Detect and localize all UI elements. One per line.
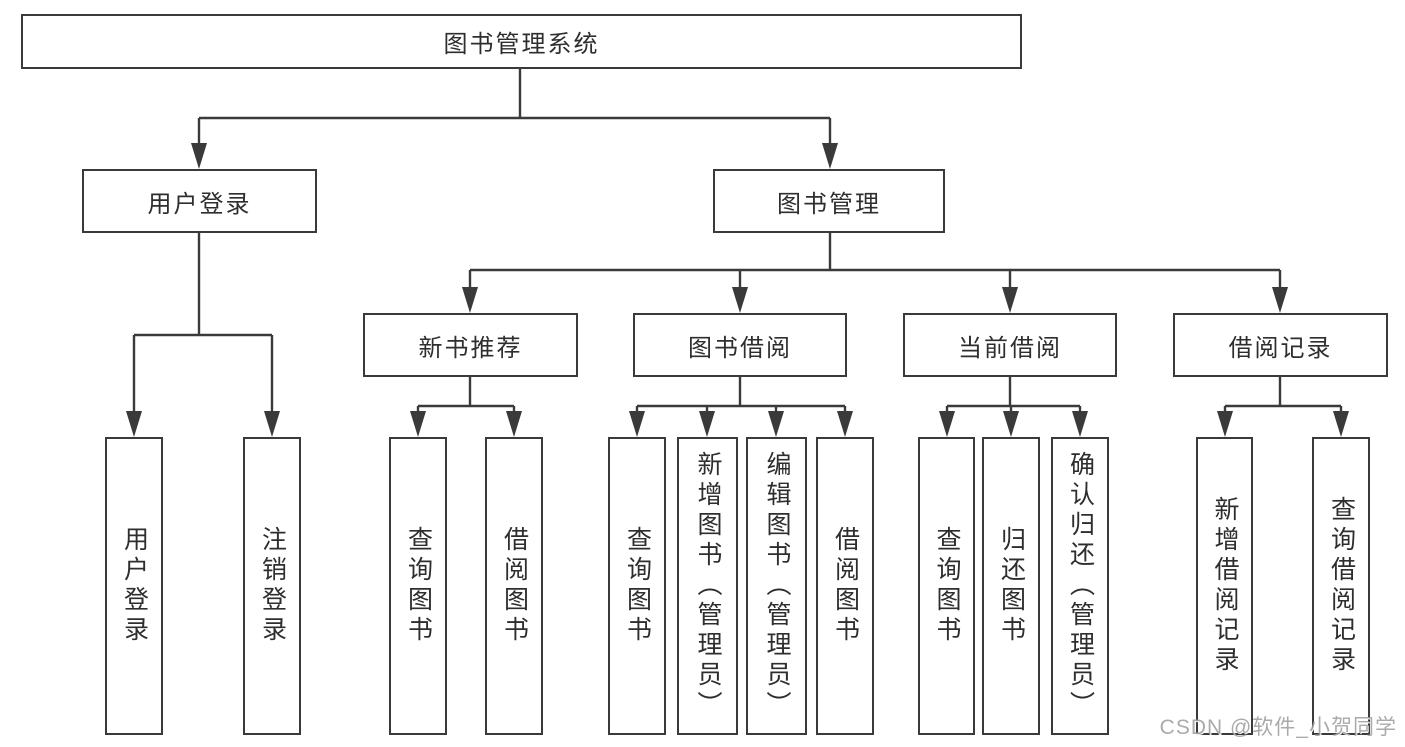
leaf-confirm-return-admin-label: 确认归还（管理员） <box>1066 451 1095 721</box>
node-root: 图书管理系统 <box>21 14 1022 69</box>
watermark: CSDN @软件_小贺同学 <box>1159 716 1397 739</box>
leaf-borrow-books-recommend: 借阅图书 <box>485 437 543 735</box>
node-new-book-recommendation: 新书推荐 <box>363 313 578 377</box>
node-new-book-recommendation-label: 新书推荐 <box>418 334 523 362</box>
leaf-add-borrow-record: 新增借阅记录 <box>1196 437 1253 735</box>
node-book-management: 图书管理 <box>713 169 945 233</box>
leaf-user-login-label: 用户登录 <box>120 526 149 646</box>
node-current-borrowing-label: 当前借阅 <box>958 334 1062 362</box>
leaf-query-borrow-record: 查询借阅记录 <box>1312 437 1370 735</box>
leaf-logout-label: 注销登录 <box>258 526 287 646</box>
node-root-label: 图书管理系统 <box>443 31 600 58</box>
leaf-query-books-recommend-label: 查询图书 <box>404 526 433 646</box>
leaf-query-books-current: 查询图书 <box>918 437 975 735</box>
leaf-user-login: 用户登录 <box>105 437 163 735</box>
node-user-login-label: 用户登录 <box>147 190 252 218</box>
leaf-borrow-books: 借阅图书 <box>816 437 874 735</box>
node-book-management-label: 图书管理 <box>777 190 881 218</box>
leaf-logout: 注销登录 <box>243 437 301 735</box>
leaf-return-book-label: 归还图书 <box>997 526 1026 646</box>
leaf-query-books-current-label: 查询图书 <box>933 526 961 646</box>
leaf-edit-book-admin-label: 编辑图书（管理员） <box>763 451 791 721</box>
node-book-borrowing: 图书借阅 <box>633 313 847 377</box>
leaf-return-book: 归还图书 <box>982 437 1040 735</box>
node-current-borrowing: 当前借阅 <box>903 313 1117 377</box>
node-borrowing-records: 借阅记录 <box>1173 313 1388 377</box>
leaf-query-books-borrow-label: 查询图书 <box>623 526 652 646</box>
node-user-login: 用户登录 <box>82 169 317 233</box>
leaf-edit-book-admin: 编辑图书（管理员） <box>746 437 807 735</box>
leaf-borrow-books-recommend-label: 借阅图书 <box>500 526 529 646</box>
leaf-borrow-books-label: 借阅图书 <box>831 526 860 646</box>
leaf-query-books-recommend: 查询图书 <box>389 437 447 735</box>
leaf-add-book-admin-label: 新增图书（管理员） <box>694 451 722 721</box>
leaf-query-borrow-record-label: 查询借阅记录 <box>1327 496 1356 676</box>
leaf-add-borrow-record-label: 新增借阅记录 <box>1211 496 1239 676</box>
node-book-borrowing-label: 图书借阅 <box>688 334 792 362</box>
leaf-confirm-return-admin: 确认归还（管理员） <box>1051 437 1109 735</box>
leaf-query-books-borrow: 查询图书 <box>608 437 666 735</box>
node-borrowing-records-label: 借阅记录 <box>1228 334 1333 362</box>
leaf-add-book-admin: 新增图书（管理员） <box>677 437 738 735</box>
arrowheads <box>126 143 1349 437</box>
